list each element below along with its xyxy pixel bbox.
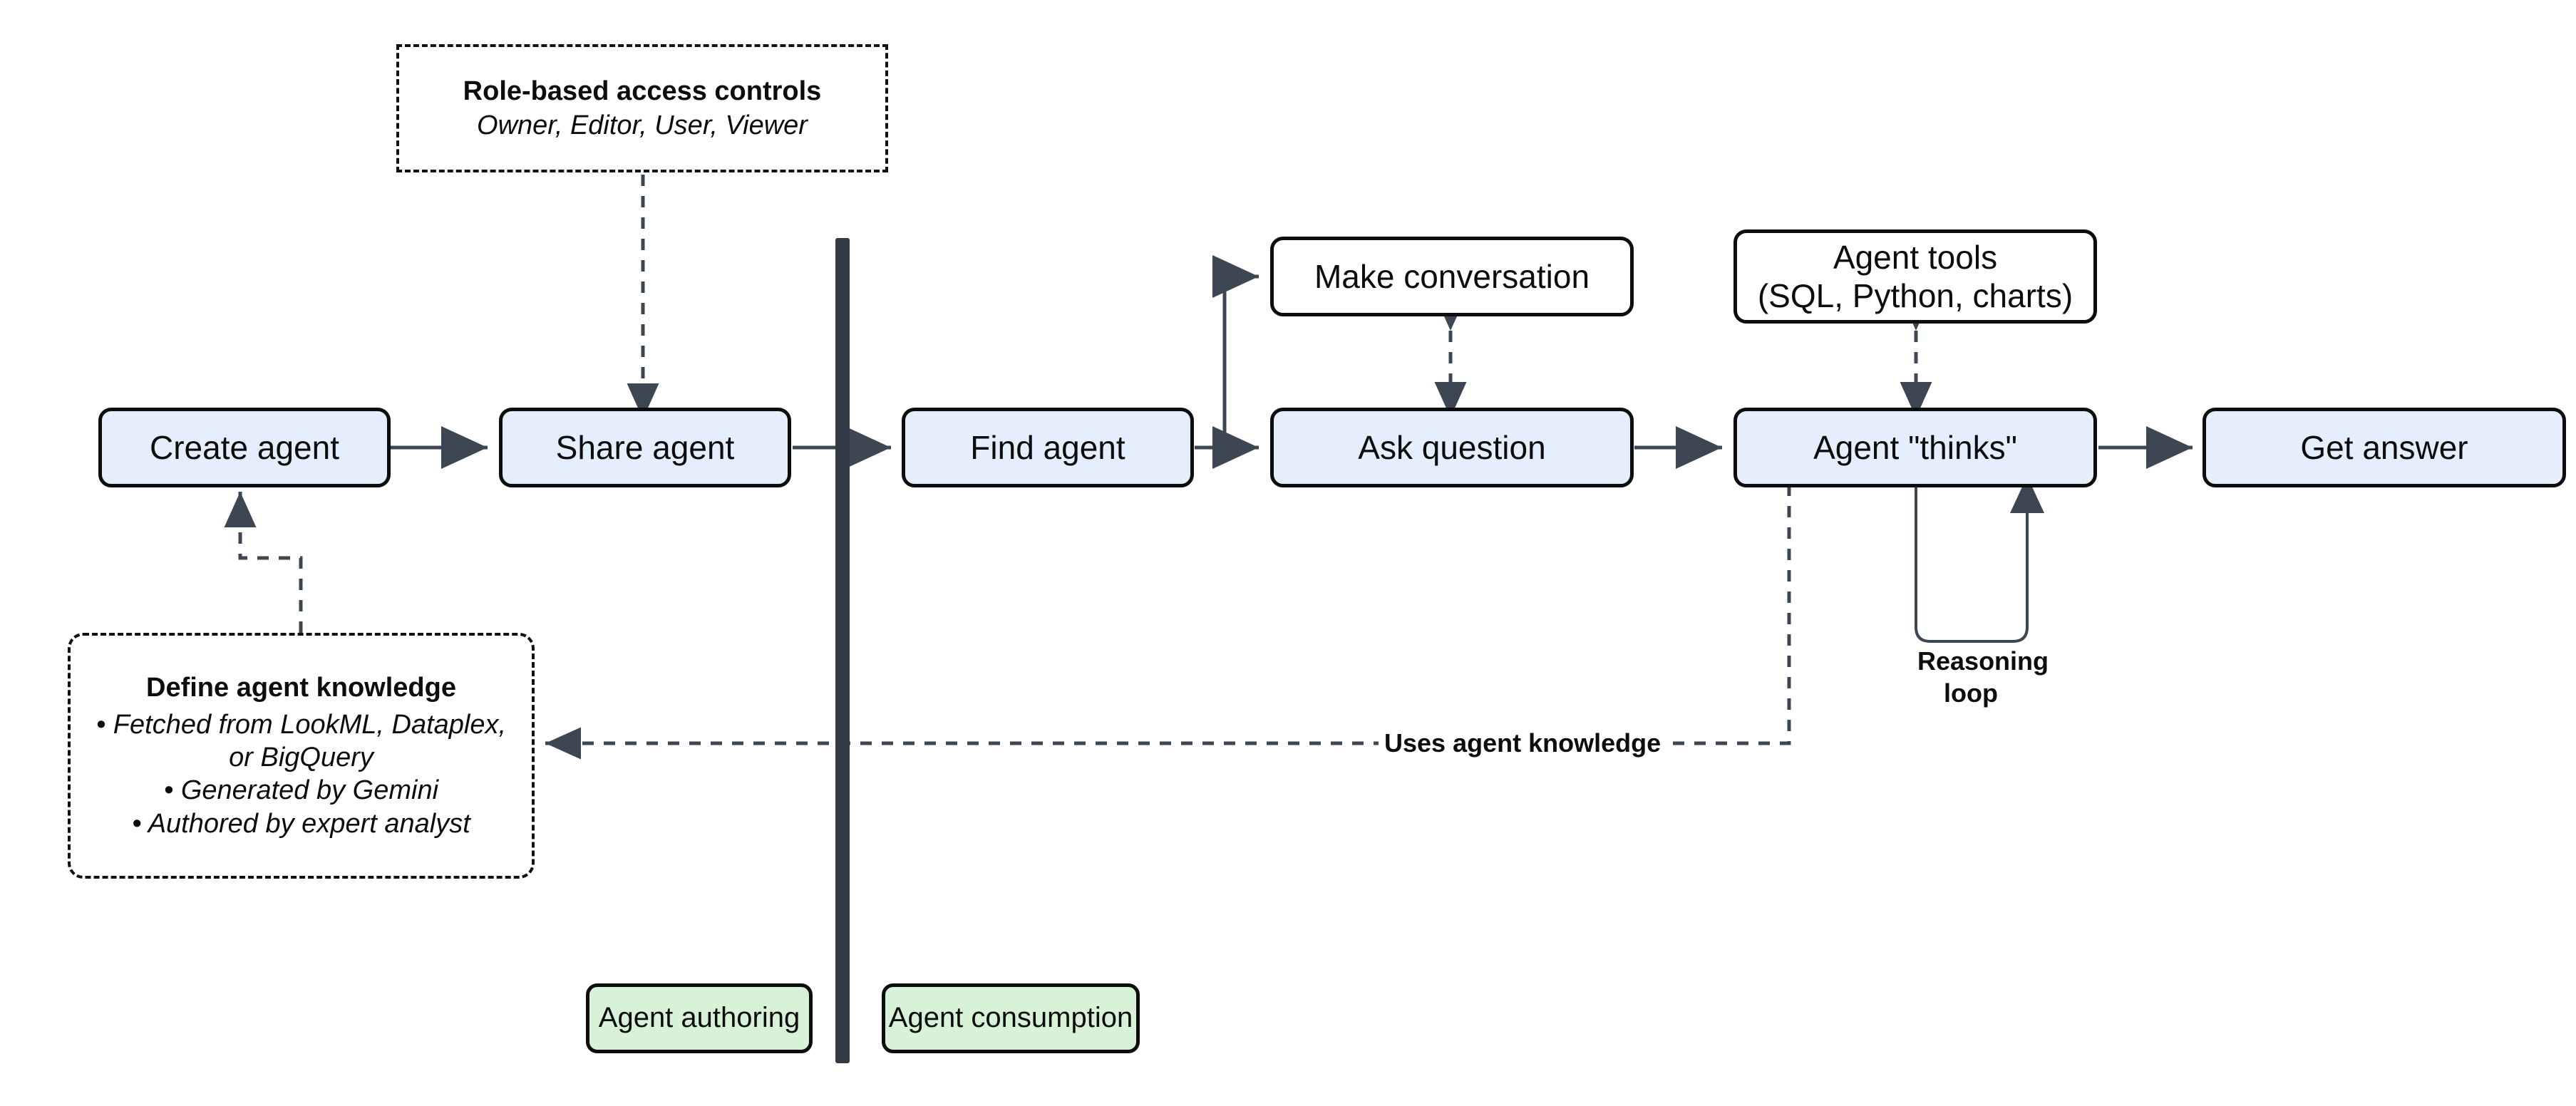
node-find-agent[interactable]: Find agent (902, 408, 1194, 487)
note-define-agent-knowledge: Define agent knowledge • Fetched from Lo… (68, 633, 535, 879)
edge-label-reasoning-loop-line-1: Reasoning (1917, 646, 2049, 676)
edge-label-uses-agent-knowledge: Uses agent knowledge (1379, 728, 1667, 758)
authoring-consumption-divider (835, 238, 850, 1063)
note-knowledge-bullet-list: • Fetched from LookML, Dataplex, or BigQ… (89, 708, 513, 840)
node-ask-question[interactable]: Ask question (1270, 408, 1634, 487)
edge-knowledge-to-create (224, 492, 303, 633)
list-item: • Fetched from LookML, Dataplex, or BigQ… (96, 709, 507, 772)
edge-find-to-make-conversation (1195, 255, 1259, 450)
note-knowledge-title: Define agent knowledge (146, 673, 456, 703)
note-rbac-title: Role-based access controls (463, 76, 822, 107)
legend-agent-consumption[interactable]: Agent consumption (882, 983, 1140, 1053)
node-agent-tools-line-1: Agent tools (1833, 238, 1998, 276)
legend-agent-authoring[interactable]: Agent authoring (586, 983, 813, 1053)
node-share-agent[interactable]: Share agent (499, 408, 791, 487)
node-get-answer[interactable]: Get answer (2203, 408, 2566, 487)
edge-label-reasoning-loop-line-2: loop (1944, 678, 1998, 708)
edge-label-reasoning-loop: Reasoning loop (1917, 645, 2049, 709)
node-agent-tools-line-2: (SQL, Python, charts) (1757, 277, 2073, 314)
list-item: • Generated by Gemini (163, 775, 439, 806)
edge-reasoning-loop (1915, 476, 2044, 643)
note-rbac-subtitle: Owner, Editor, User, Viewer (477, 110, 808, 140)
node-make-conversation[interactable]: Make conversation (1270, 237, 1634, 316)
note-role-based-access-controls: Role-based access controls Owner, Editor… (396, 44, 888, 172)
list-item: • Authored by expert analyst (132, 808, 470, 839)
node-agent-thinks[interactable]: Agent "thinks" (1733, 408, 2097, 487)
node-agent-tools[interactable]: Agent tools (SQL, Python, charts) (1733, 229, 2097, 324)
node-create-agent[interactable]: Create agent (98, 408, 391, 487)
edge-uses-agent-knowledge (545, 485, 1791, 760)
